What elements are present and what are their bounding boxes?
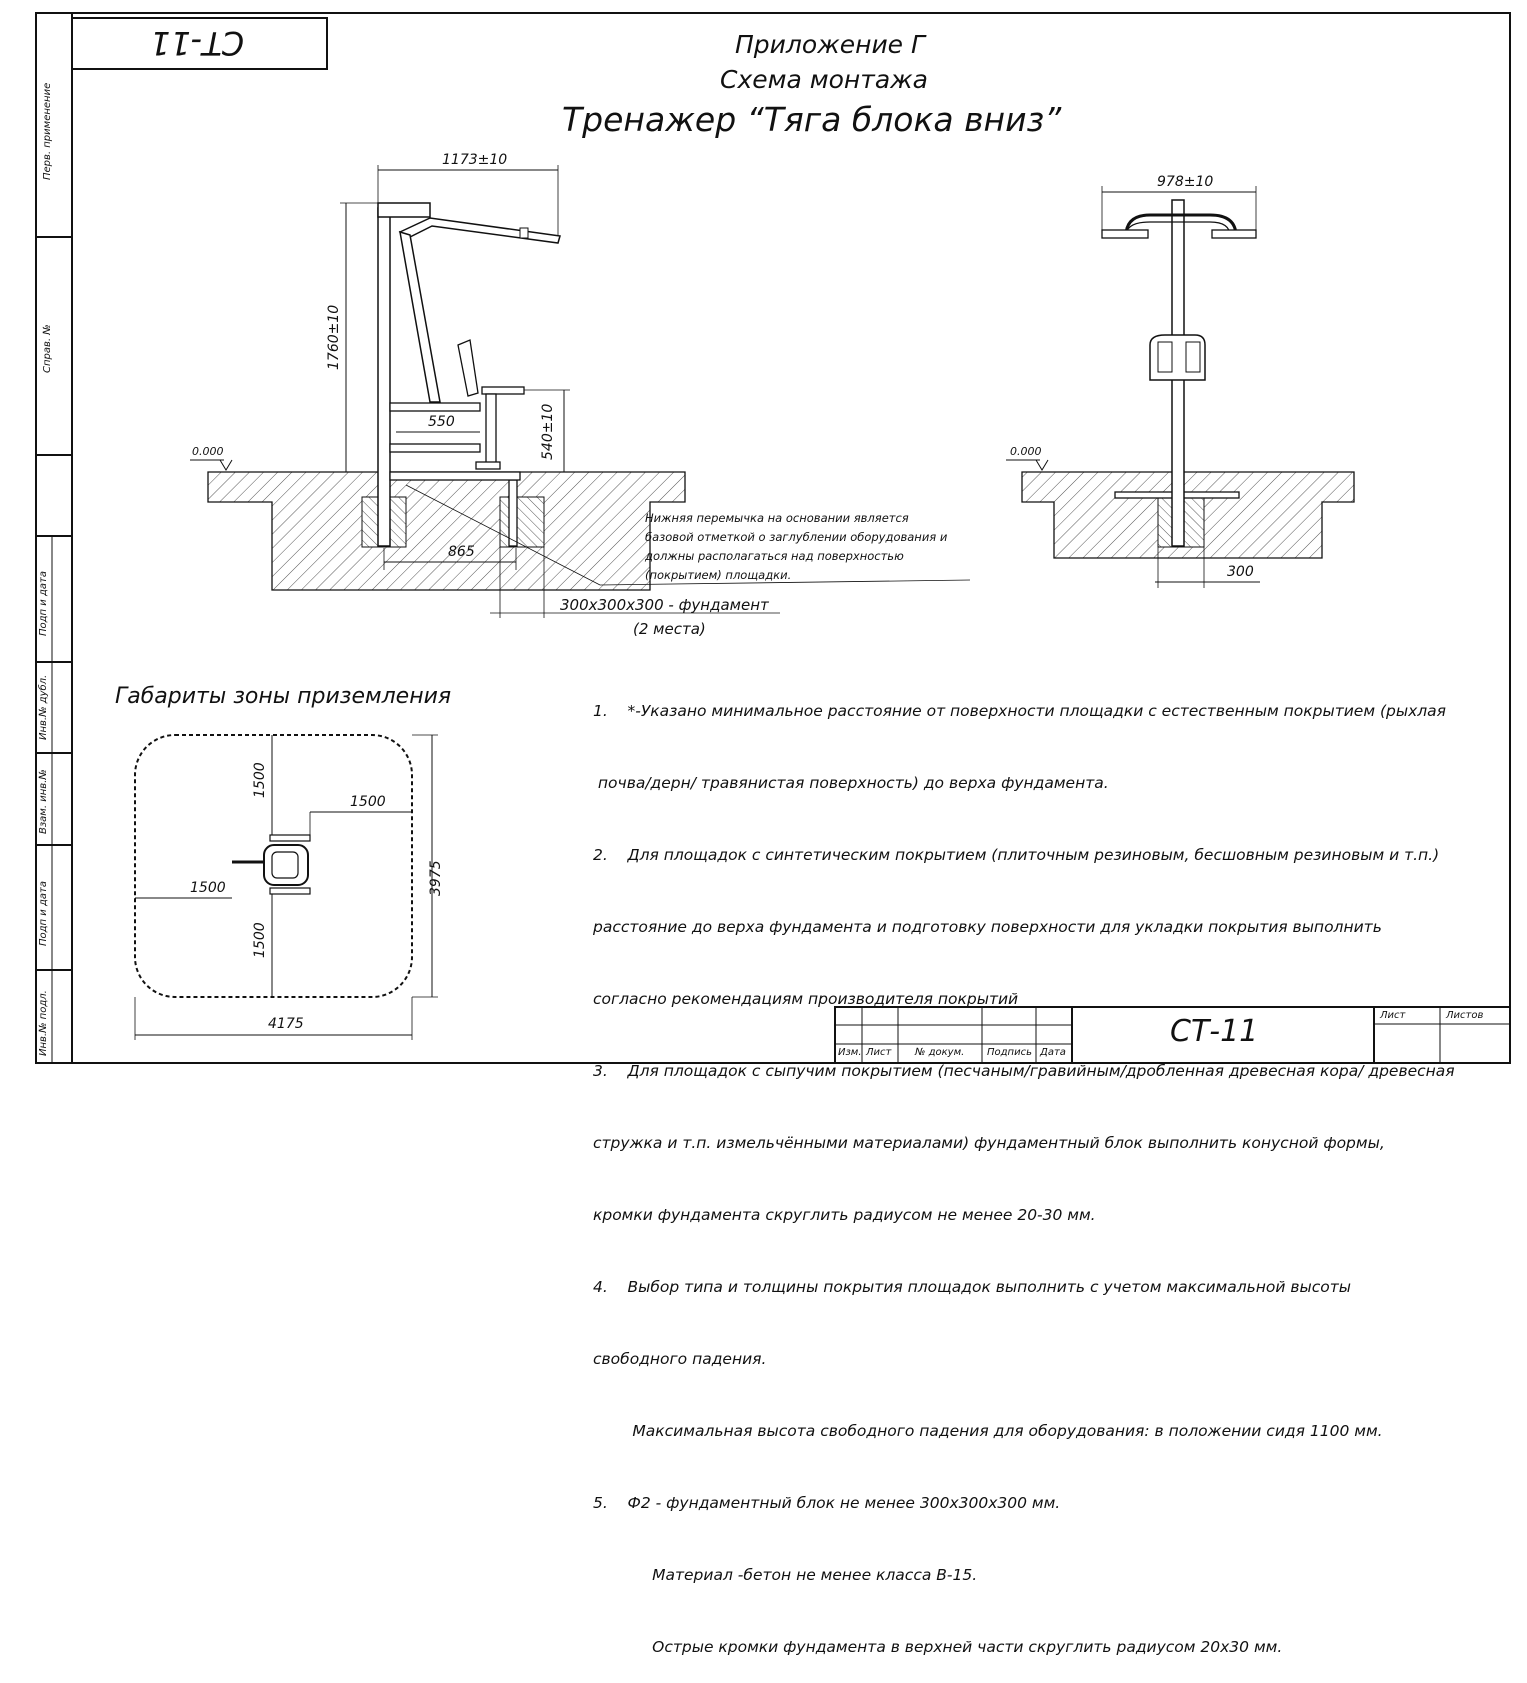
- header-subtitle: Схема монтажа: [720, 65, 928, 94]
- dim-base-front: 300: [1227, 564, 1254, 580]
- stamp-code: СТ-11: [150, 24, 245, 62]
- tb-list: Лист: [866, 1047, 892, 1058]
- callout-line: Нижняя перемычка на основании является: [645, 511, 909, 525]
- header-appendix: Приложение Г: [735, 30, 925, 59]
- tb-list-right: Лист: [1380, 1010, 1406, 1021]
- tb-nom-dokum: № докум.: [915, 1047, 965, 1058]
- zero-mark-side: 0.000: [192, 445, 224, 458]
- dim-width-front: 978±10: [1157, 174, 1214, 190]
- label-inv-podl: Инв.№ подл.: [38, 990, 49, 1056]
- zone-title: Габариты зоны приземления: [115, 684, 452, 709]
- dim-width-side: 1173±10: [442, 152, 508, 168]
- foundation-count: (2 места): [633, 620, 706, 638]
- page-title: Тренажер “Тяга блока вниз”: [562, 100, 1062, 139]
- zone-dim-right: 1500: [350, 794, 386, 810]
- front-view-drawing: [1006, 186, 1355, 588]
- dim-seat: 550: [428, 414, 455, 430]
- note-line: Острые кромки фундамента в верхней части…: [593, 1638, 1283, 1656]
- dim-height-side: 1760±10: [326, 304, 342, 370]
- label-inv-dubl: Инв.№ дубл.: [38, 674, 49, 740]
- note-line: свободного падения.: [593, 1350, 767, 1368]
- zone-dim-top: 1500: [252, 762, 268, 798]
- note-line: кромки фундамента скруглить радиусом не …: [593, 1206, 1096, 1224]
- label-podp-data-1: Подп и дата: [38, 571, 49, 636]
- zone-dim-left: 1500: [190, 880, 226, 896]
- callout-line: базовой отметкой о заглублении оборудова…: [645, 530, 948, 544]
- note-line: Максимальная высота свободного падения д…: [593, 1422, 1383, 1440]
- callout-line: (покрытием) площадки.: [645, 568, 792, 582]
- zone-dim-height: 3975: [428, 860, 444, 896]
- drawing-canvas: [35, 12, 1511, 1064]
- zone-dim-bottom: 1500: [252, 922, 268, 958]
- notes-block: 1. *-Указано минимальное расстояние от п…: [593, 651, 1455, 1683]
- dim-base-side: 865: [448, 544, 475, 560]
- note-line: почва/дерн/ травянистая поверхность) до …: [593, 774, 1109, 792]
- note-line: 1. *-Указано минимальное расстояние от п…: [593, 702, 1446, 720]
- note-line: 2. Для площадок с синтетическим покрытие…: [593, 846, 1440, 864]
- label-vzam-inv: Взам. инв.№: [38, 769, 49, 834]
- dim-seat-height: 540±10: [540, 403, 556, 460]
- zone-plan-drawing: [134, 734, 438, 1040]
- note-line: 5. Ф2 - фундаментный блок не менее 300х3…: [593, 1494, 1061, 1512]
- label-podp-data-2: Подп и дата: [38, 881, 49, 946]
- tb-izm: Изм.: [838, 1047, 862, 1058]
- note-line: расстояние до верха фундамента и подгото…: [593, 918, 1382, 936]
- tb-code: СТ-11: [1170, 1014, 1259, 1049]
- note-line: согласно рекомендациям производителя пок…: [593, 990, 1019, 1008]
- callout-note: Нижняя перемычка на основании является б…: [645, 509, 947, 585]
- tb-podpis: Подпись: [987, 1047, 1032, 1058]
- sheet-frame: [35, 12, 1511, 1064]
- side-view-drawing: [190, 165, 971, 618]
- zero-mark-front: 0.000: [1010, 445, 1042, 458]
- title-block-lines: [834, 1006, 1511, 1064]
- callout-line: должны располагаться над поверхностью: [645, 549, 904, 563]
- foundation-label: 300х300х300 - фундамент: [560, 596, 769, 614]
- zone-dim-width: 4175: [268, 1016, 304, 1032]
- label-perv-primenenie: Перв. применение: [42, 82, 53, 180]
- note-line: 4. Выбор типа и толщины покрытия площадо…: [593, 1278, 1352, 1296]
- tb-data: Дата: [1040, 1047, 1066, 1058]
- note-line: 3. Для площадок с сыпучим покрытием (пес…: [593, 1062, 1455, 1080]
- tb-listov: Листов: [1446, 1010, 1484, 1021]
- label-sprav-nomer: Справ. №: [42, 324, 53, 373]
- note-line: стружка и т.п. измельчёнными материалами…: [593, 1134, 1385, 1152]
- note-line: Материал -бетон не менее класса В-15.: [593, 1566, 978, 1584]
